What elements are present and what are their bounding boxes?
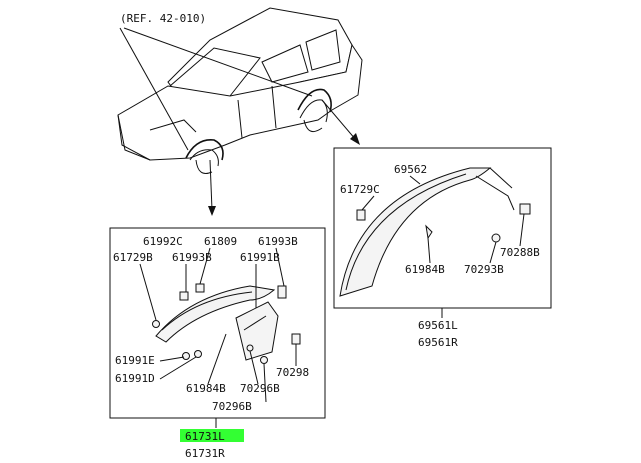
front-label-0: 61729B	[113, 251, 153, 264]
reference-callout: (REF. 42-010)	[119, 12, 313, 151]
front-top-label-2: 61993B	[258, 235, 298, 248]
front-top-label-1: 61809	[204, 235, 237, 248]
front-flare-box: 61992C 61809 61993B 61729B 61993B 61991B…	[109, 227, 326, 460]
front-label-7: 70296B	[240, 382, 280, 395]
part-number-right: 61731R	[185, 447, 225, 460]
rear-bottom-left: 69561L	[418, 319, 458, 332]
rear-label-1: 61984B	[405, 263, 445, 276]
front-label-2: 61991B	[240, 251, 280, 264]
front-label-6: 61984B	[186, 382, 226, 395]
front-label-1: 61993B	[172, 251, 212, 264]
front-label-3: 61991E	[115, 354, 155, 367]
rear-label-3: 70288B	[500, 246, 540, 259]
front-bottom-label: 70296B	[212, 400, 252, 413]
rear-flare-box: 69562 61729C 61984B 70293B 70288B 69561L…	[333, 147, 552, 349]
front-label-5: 70298	[276, 366, 309, 379]
front-label-4: 61991D	[115, 372, 155, 385]
reference-label: (REF. 42-010)	[120, 12, 206, 25]
rear-bottom-right: 69561R	[418, 336, 458, 349]
pointer-arrows	[208, 99, 360, 216]
rear-label-2: 70293B	[464, 263, 504, 276]
part-number-left: 61731L	[185, 430, 225, 443]
rear-top-label: 69562	[394, 163, 427, 176]
part-number-highlight	[180, 429, 244, 442]
rear-label-0: 61729C	[340, 183, 380, 196]
front-top-label-0: 61992C	[143, 235, 183, 248]
